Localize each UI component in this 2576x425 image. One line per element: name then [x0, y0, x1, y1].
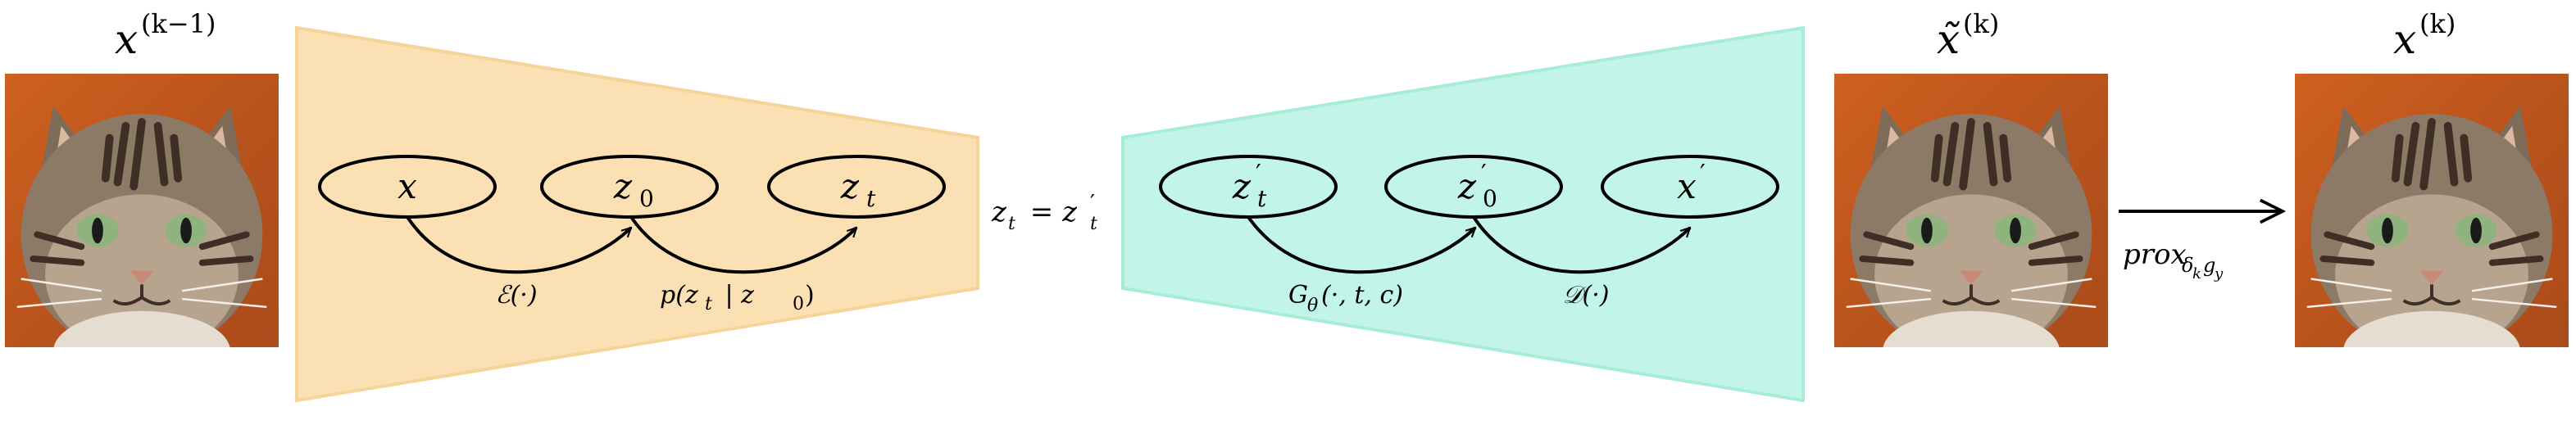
encoder-edge-2-label-end: ) — [805, 281, 815, 310]
encoder-edge-2-label-group: p(z t | z 0 ) — [660, 281, 815, 314]
decoder-edge-2 — [1472, 215, 1690, 274]
decoder-edge-1-label: G — [1288, 281, 1308, 310]
output-image-group: x (k) — [2295, 8, 2569, 391]
encoder-edge-2 — [629, 215, 856, 274]
equality-z-left: z — [991, 196, 1007, 228]
equality-sub-right: t — [1090, 214, 1097, 234]
latent-equality: z t = z ′ t — [991, 191, 1097, 234]
encoder-node-x-label: x — [398, 166, 417, 206]
input-image-label-superscript: (k−1) — [141, 8, 216, 39]
decoder-block: z ′ t z ′ 0 x ′ G θ (·, t, c) 𝒟(·) — [1121, 25, 1805, 403]
encoder-node-zt-subscript: t — [866, 185, 876, 212]
equality-prime: ′ — [1090, 191, 1095, 215]
decoder-node-x-prime-mark: ′ — [1700, 160, 1706, 188]
encoder-edge-1-label: ℰ(·) — [495, 281, 537, 310]
encoder-block: x z 0 z t ℰ(·) p(z t | z 0 ) — [295, 25, 979, 403]
encoder-node-zt — [767, 155, 946, 219]
decoder-edge-1-label-rest: (·, t, c) — [1321, 281, 1403, 310]
decoder-edge-1-label-sub: θ — [1307, 296, 1318, 316]
encoder-node-z0-label: z — [613, 166, 633, 206]
encoder-edge-2-label-sub2: 0 — [793, 294, 804, 314]
decoded-image-group: x̃ (k) — [1834, 8, 2108, 391]
decoder-node-zt-prime-subscript: t — [1257, 185, 1267, 212]
encoder-edge-2-label-rest: | z — [717, 281, 754, 310]
prox-label-sub: δ — [2182, 254, 2193, 277]
cat-photo-icon — [1834, 74, 2108, 391]
decoder-node-zt-prime-label: z — [1232, 166, 1252, 206]
encoder-node-z0-subscript: 0 — [639, 185, 654, 212]
equality-mid: = z — [1021, 196, 1078, 228]
encoder-edge-2-label-sub: t — [705, 294, 712, 314]
prox-label-sub4: y — [2214, 265, 2224, 283]
prox-label-sub2: k — [2192, 265, 2201, 283]
encoder-trapezoid — [295, 25, 979, 403]
equality-sub-left: t — [1008, 214, 1015, 234]
prox-operator: prox δ k g y — [2119, 211, 2283, 283]
decoder-node-z0-prime-subscript: 0 — [1483, 185, 1497, 212]
decoder-node-zt-prime-mark: ′ — [1256, 160, 1261, 188]
decoder-trapezoid — [1121, 25, 1805, 403]
encoder-node-zt-label: z — [840, 166, 860, 206]
output-image-label-superscript: (k) — [2419, 8, 2456, 39]
output-image-label: x — [2393, 16, 2416, 63]
decoder-node-z0-prime-mark: ′ — [1481, 160, 1487, 188]
cat-photo-icon — [2295, 74, 2569, 391]
prox-label-sub3: g — [2203, 254, 2215, 277]
decoder-edge-2-label: 𝒟(·) — [1563, 281, 1610, 310]
decoder-node-x-prime — [1601, 155, 1779, 219]
decoder-node-x-prime-label: x — [1677, 166, 1697, 206]
encoder-edge-2-label: p(z — [660, 281, 698, 310]
encoder-edge-1 — [406, 215, 631, 274]
input-image-group: x (k−1) — [5, 8, 279, 391]
decoder-edge-1-label-group: G θ (·, t, c) — [1288, 281, 1403, 316]
input-image-label: x — [115, 16, 138, 63]
encoder-node-z0 — [540, 155, 719, 219]
prox-label: prox — [2123, 238, 2187, 271]
decoder-edge-1 — [1247, 215, 1475, 274]
decoded-image-label-superscript: (k) — [1963, 8, 1999, 39]
decoded-image-label: x̃ — [1937, 16, 1960, 63]
decoder-node-z0-prime-label: z — [1457, 166, 1477, 206]
cat-photo-icon — [5, 74, 279, 391]
